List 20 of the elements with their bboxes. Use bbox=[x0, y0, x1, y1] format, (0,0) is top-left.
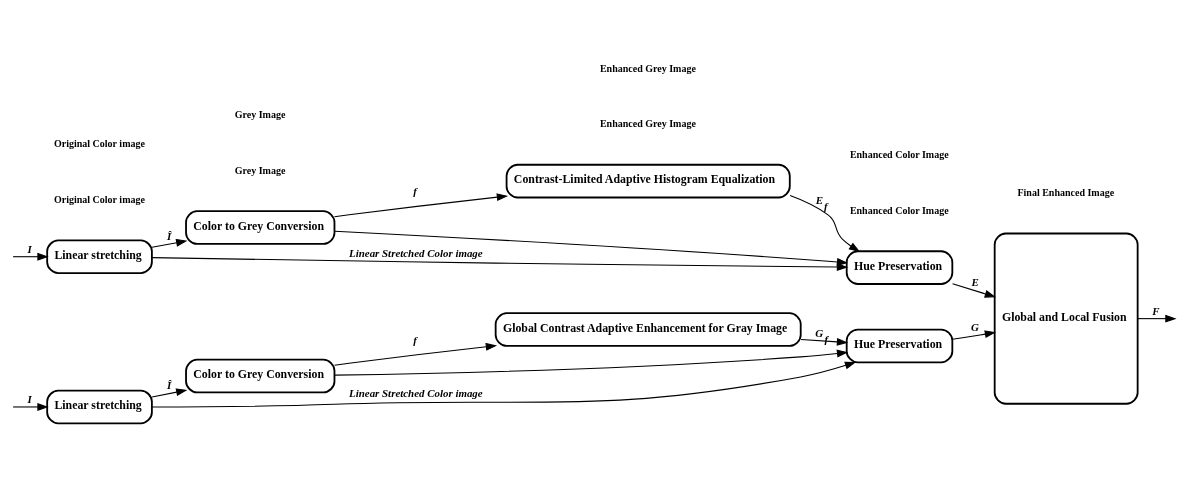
edge-label: Linear Stretched Color image bbox=[349, 247, 483, 260]
label: Original Color image bbox=[54, 138, 145, 150]
label: Final Enhanced Image bbox=[1017, 186, 1115, 198]
edge-label: E bbox=[971, 276, 979, 289]
edge-label: Linear Stretched Color image bbox=[349, 387, 483, 400]
label: Enhanced Color Image bbox=[849, 204, 949, 216]
edge-label: I bbox=[27, 242, 32, 255]
edge-label: f bbox=[413, 185, 417, 198]
edge-label: F bbox=[1152, 304, 1160, 317]
label: Grey Image bbox=[234, 109, 286, 121]
edge-label: I bbox=[27, 392, 32, 405]
edge-label: Î bbox=[166, 229, 172, 242]
edge-label: Î bbox=[166, 379, 172, 392]
label: Enhanced Grey Image bbox=[599, 62, 696, 74]
edge-label: G bbox=[971, 321, 979, 334]
label: Enhanced Grey Image bbox=[599, 118, 696, 130]
label: Enhanced Color Image bbox=[849, 149, 949, 161]
edge-label: f bbox=[413, 333, 417, 346]
label: Original Color image bbox=[54, 193, 145, 205]
label: Grey Image bbox=[234, 164, 286, 176]
